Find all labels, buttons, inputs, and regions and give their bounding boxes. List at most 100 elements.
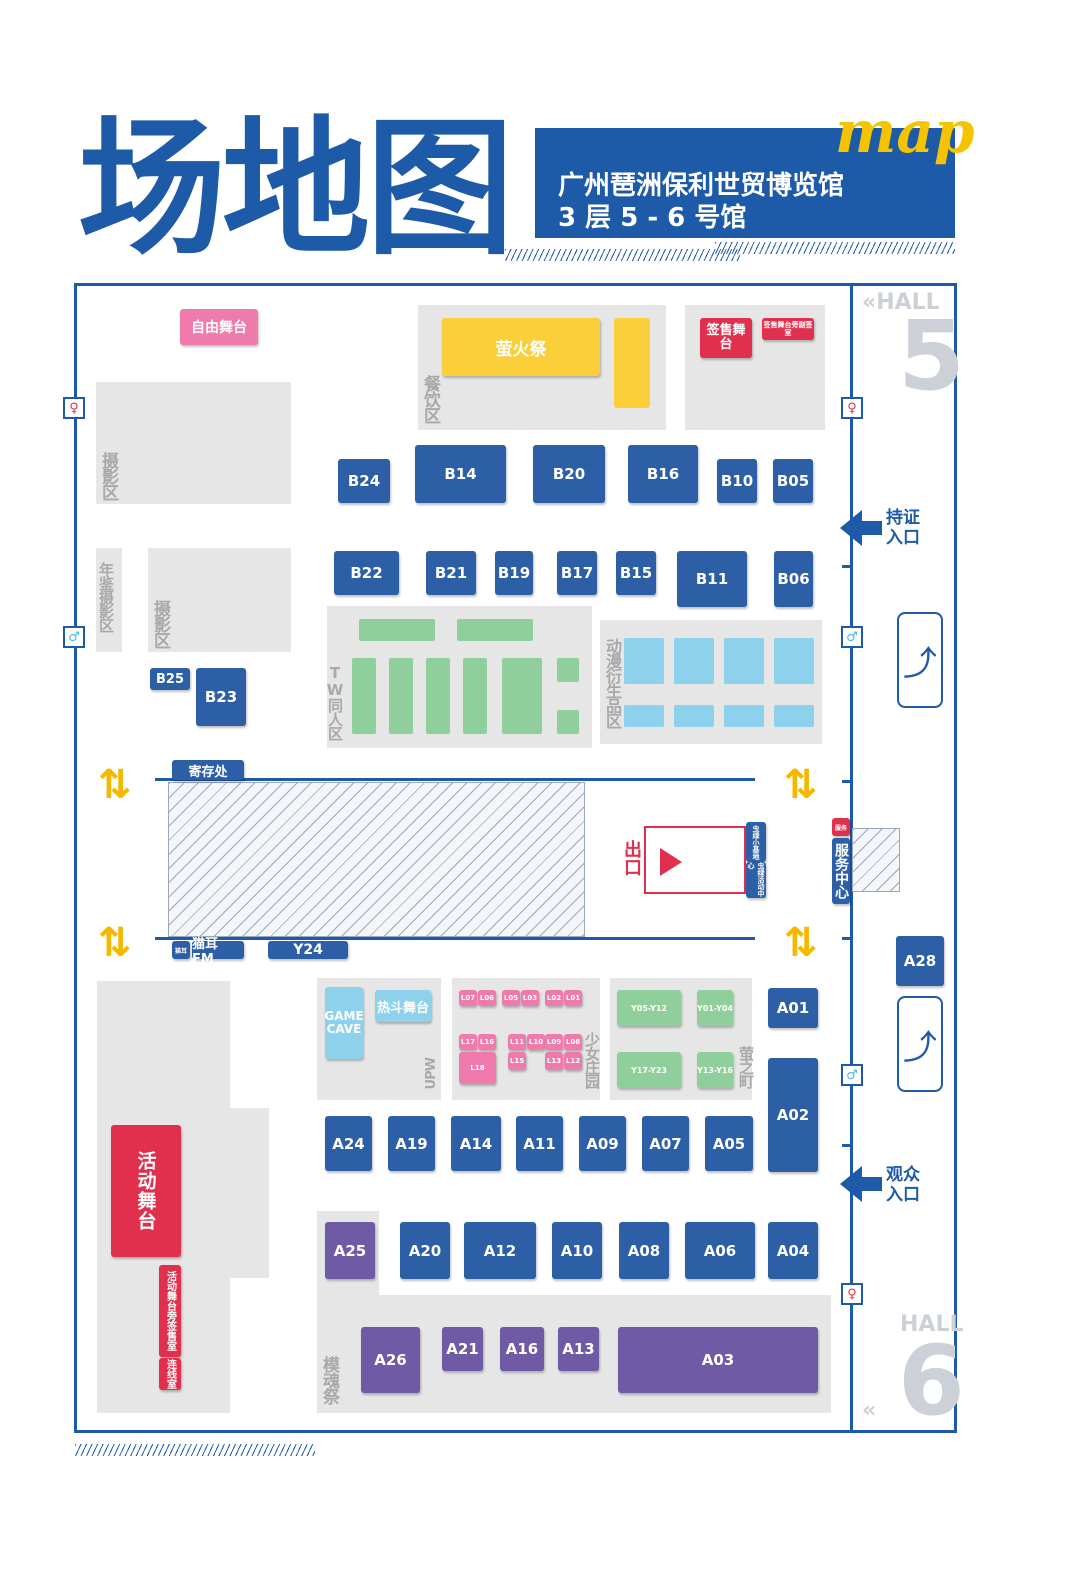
booth-l05[interactable]: L05 xyxy=(502,990,520,1006)
booth-a06[interactable]: A06 xyxy=(685,1222,755,1279)
booth-a13[interactable]: A13 xyxy=(558,1327,599,1371)
tw-booth[interactable] xyxy=(557,658,579,682)
restroom-female-icon: ♀ xyxy=(841,1283,863,1305)
booth-l08[interactable]: L08 xyxy=(564,1034,582,1050)
tw-booth[interactable] xyxy=(426,658,450,734)
booth-a19[interactable]: A19 xyxy=(388,1116,435,1171)
booth-green-3[interactable]: Y17-Y23 xyxy=(617,1052,681,1088)
goods-booth[interactable] xyxy=(674,638,714,684)
booth-a09[interactable]: A09 xyxy=(579,1116,626,1171)
goods-booth[interactable] xyxy=(774,638,814,684)
booth-l15[interactable]: L15 xyxy=(508,1052,526,1070)
mohun-label: 模魂祭 xyxy=(319,1356,339,1404)
wall-line xyxy=(842,937,853,940)
booth-l10[interactable]: L10 xyxy=(527,1034,545,1050)
booth-a26[interactable]: A26 xyxy=(361,1327,420,1393)
booth-l18[interactable]: L18 xyxy=(459,1052,496,1084)
tw-booth[interactable] xyxy=(359,619,435,641)
booth-b19[interactable]: B19 xyxy=(495,551,533,595)
booth-green-2[interactable]: Y01-Y04 xyxy=(697,990,733,1026)
booth-b20[interactable]: B20 xyxy=(533,445,605,503)
booth-b05[interactable]: B05 xyxy=(773,459,813,503)
service-center[interactable]: 服务中心 xyxy=(832,838,850,904)
booth-l17[interactable]: L17 xyxy=(459,1034,477,1050)
event-side-room[interactable]: 活动舞台旁签售室 xyxy=(159,1265,181,1357)
booth-a08[interactable]: A08 xyxy=(619,1222,669,1279)
tw-booth[interactable] xyxy=(389,658,413,734)
goods-booth[interactable] xyxy=(624,705,664,727)
booth-a24[interactable]: A24 xyxy=(325,1116,372,1171)
firefly-side-booth[interactable] xyxy=(614,318,650,408)
signing-stage[interactable]: 签售舞台 xyxy=(700,318,752,358)
booth-b25[interactable]: B25 xyxy=(150,668,190,690)
venue-floor: 3 层 5 - 6 号馆 xyxy=(558,203,747,233)
booth-l06[interactable]: L06 xyxy=(478,990,496,1006)
booth-a14[interactable]: A14 xyxy=(451,1116,501,1171)
booth-a21[interactable]: A21 xyxy=(442,1327,483,1371)
dressing-room[interactable]: 连线室 xyxy=(159,1358,181,1390)
booth-a16[interactable]: A16 xyxy=(500,1327,544,1371)
game-cave-booth[interactable]: GAME CAVE xyxy=(324,987,364,1059)
booth-b17[interactable]: B17 xyxy=(557,551,597,595)
booth-a11[interactable]: A11 xyxy=(516,1116,563,1171)
escalator-icon: ⤴ xyxy=(897,996,943,1092)
booth-l09[interactable]: L09 xyxy=(545,1034,563,1050)
booth-b06[interactable]: B06 xyxy=(774,551,813,607)
free-stage[interactable]: 自由舞台 xyxy=(180,309,258,345)
signing-side-room[interactable]: 签售舞台旁副签室 xyxy=(762,318,814,340)
booth-green-1[interactable]: Y05-Y12 xyxy=(617,990,681,1026)
booth-y24[interactable]: Y24 xyxy=(268,941,348,959)
tw-booth[interactable] xyxy=(457,619,533,641)
booth-l02[interactable]: L02 xyxy=(545,990,563,1006)
tw-booth[interactable] xyxy=(557,710,579,734)
goods-booth[interactable] xyxy=(724,638,764,684)
badge-entrance-label[interactable]: 持证入口 xyxy=(886,508,920,548)
goods-booth[interactable] xyxy=(674,705,714,727)
booth-a07[interactable]: A07 xyxy=(642,1116,689,1171)
hot-stage-booth[interactable]: 热斗舞台 xyxy=(375,990,431,1022)
firefly-festival-booth[interactable]: 萤火祭 xyxy=(442,318,600,376)
booth-l11[interactable]: L11 xyxy=(508,1034,526,1050)
booth-a02[interactable]: A02 xyxy=(768,1058,818,1172)
booth-a10[interactable]: A10 xyxy=(552,1222,602,1279)
booth-b14[interactable]: B14 xyxy=(415,445,506,503)
booth-a12[interactable]: A12 xyxy=(464,1222,536,1279)
booth-b24[interactable]: B24 xyxy=(338,459,390,503)
booth-a25[interactable]: A25 xyxy=(325,1222,375,1279)
booth-a04[interactable]: A04 xyxy=(768,1222,818,1279)
hall6-chevron-icon: « xyxy=(862,1398,877,1423)
tw-booth[interactable] xyxy=(463,658,487,734)
booth-b11[interactable]: B11 xyxy=(677,551,747,607)
booth-a05[interactable]: A05 xyxy=(705,1116,753,1171)
goods-booth[interactable] xyxy=(724,705,764,727)
booth-l16[interactable]: L16 xyxy=(478,1034,496,1050)
catfm-booth[interactable]: 猫耳 FM xyxy=(192,937,244,967)
goods-booth[interactable] xyxy=(624,638,664,684)
booth-b23[interactable]: B23 xyxy=(196,668,246,726)
booth-b16[interactable]: B16 xyxy=(628,445,698,503)
booth-a28[interactable]: A28 xyxy=(896,936,944,986)
booth-green-4[interactable]: Y13-Y16 xyxy=(697,1052,733,1088)
booth-b22[interactable]: B22 xyxy=(334,551,399,595)
booth-b15[interactable]: B15 xyxy=(616,551,656,595)
tw-booth[interactable] xyxy=(502,658,542,734)
booth-l13[interactable]: L13 xyxy=(545,1052,563,1070)
tw-booth[interactable] xyxy=(352,658,376,734)
photo-zone-2 xyxy=(148,548,291,652)
wall-line xyxy=(850,420,853,482)
booth-l03[interactable]: L03 xyxy=(521,990,539,1006)
storage-booth[interactable]: 寄存处 xyxy=(172,760,244,780)
audience-entrance-label[interactable]: 观众入口 xyxy=(886,1165,920,1205)
event-stage[interactable]: 活动舞台 xyxy=(111,1125,181,1257)
booth-l01[interactable]: L01 xyxy=(564,990,582,1006)
bug-small-base[interactable]: 虫绿小基地 xyxy=(746,822,766,862)
bug-event-center[interactable]: 虫绿活动中心 xyxy=(746,862,766,898)
booth-l12[interactable]: L12 xyxy=(564,1052,582,1070)
goods-booth[interactable] xyxy=(774,705,814,727)
booth-a20[interactable]: A20 xyxy=(400,1222,450,1279)
booth-b21[interactable]: B21 xyxy=(426,551,476,595)
booth-b10[interactable]: B10 xyxy=(717,459,757,503)
booth-a01[interactable]: A01 xyxy=(768,988,818,1028)
booth-a03[interactable]: A03 xyxy=(618,1327,818,1393)
booth-l07[interactable]: L07 xyxy=(459,990,477,1006)
